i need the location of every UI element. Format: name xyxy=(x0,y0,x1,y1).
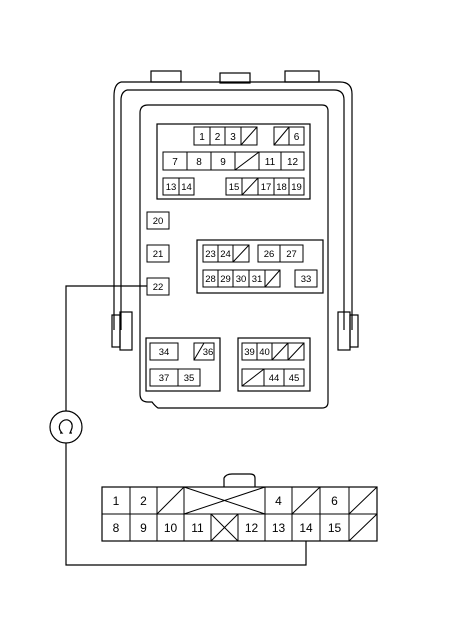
meter-icon xyxy=(49,410,83,444)
fuse-18: 18 xyxy=(276,182,287,193)
pin-14: 14 xyxy=(299,521,313,535)
pin-12: 12 xyxy=(245,521,259,535)
fuse-group-right: 39 40 44 45 xyxy=(241,342,305,387)
fuse-39: 39 xyxy=(244,347,255,358)
fuse-35: 35 xyxy=(184,373,195,384)
fuse-9: 9 xyxy=(220,157,226,168)
lower-left-fuse-group xyxy=(145,337,221,392)
fuse-3: 3 xyxy=(230,132,236,143)
fuse-2: 2 xyxy=(215,132,221,143)
fuse-20: 20 xyxy=(153,216,164,227)
fuse-row-c: 13 14 15 17 18 19 xyxy=(162,177,305,196)
fuse-31: 31 xyxy=(252,274,263,285)
fuse-45: 45 xyxy=(289,373,300,384)
fuse-22: 22 xyxy=(153,282,164,293)
fuse-30: 30 xyxy=(236,274,247,285)
fuse-40: 40 xyxy=(259,347,270,358)
fuse-12: 12 xyxy=(287,157,299,168)
fuse-44: 44 xyxy=(269,373,280,384)
fuse-11: 11 xyxy=(265,157,276,168)
fuse-17: 17 xyxy=(261,182,272,193)
fuse-14: 14 xyxy=(181,182,192,193)
fuse-group-left: 34 36 37 35 xyxy=(149,342,215,387)
pin-9: 9 xyxy=(140,521,147,535)
fuse-19: 19 xyxy=(291,182,302,193)
pin-10: 10 xyxy=(164,521,178,535)
pin-4: 4 xyxy=(275,494,282,508)
fuse-7: 7 xyxy=(172,157,178,168)
fuse-8: 8 xyxy=(196,157,202,168)
fuse-24: 24 xyxy=(220,249,231,260)
pin-11: 11 xyxy=(191,521,204,535)
pin-15: 15 xyxy=(328,521,342,535)
connector: 1 2 4 6 8 9 10 11 12 13 14 15 xyxy=(101,473,378,542)
fuse-37: 37 xyxy=(159,373,170,384)
fuse-row-a: 1 2 3 6 xyxy=(193,126,305,146)
fuse-1: 1 xyxy=(199,132,205,143)
fuse-23: 23 xyxy=(205,249,216,260)
fuse-33: 33 xyxy=(301,274,312,285)
upper-fuse-group xyxy=(156,123,311,200)
fuse-row-b: 7 8 9 11 12 xyxy=(162,151,305,171)
single-fuses: 20 21 22 xyxy=(146,211,170,296)
fuse-6: 6 xyxy=(294,132,300,143)
pin-6: 6 xyxy=(331,494,338,508)
fuse-28: 28 xyxy=(205,274,216,285)
fuse-box-housing xyxy=(111,70,359,409)
fuse-21: 21 xyxy=(153,249,164,260)
pin-13: 13 xyxy=(272,521,286,535)
pin-1: 1 xyxy=(113,494,120,508)
test-wire xyxy=(65,285,307,566)
pin-2: 2 xyxy=(140,494,147,508)
fuse-27: 27 xyxy=(286,249,297,260)
middle-fuse-group xyxy=(196,239,324,294)
pin-8: 8 xyxy=(113,521,120,535)
fuse-29: 29 xyxy=(220,274,231,285)
fuse-group-middle: 23 24 26 27 28 29 30 31 33 xyxy=(202,244,318,288)
lower-right-fuse-group xyxy=(237,337,311,392)
fuse-13: 13 xyxy=(166,182,177,193)
fuse-15: 15 xyxy=(229,182,240,193)
fuse-34: 34 xyxy=(159,347,170,358)
fuse-36: 36 xyxy=(203,347,214,358)
fuse-26: 26 xyxy=(264,249,275,260)
